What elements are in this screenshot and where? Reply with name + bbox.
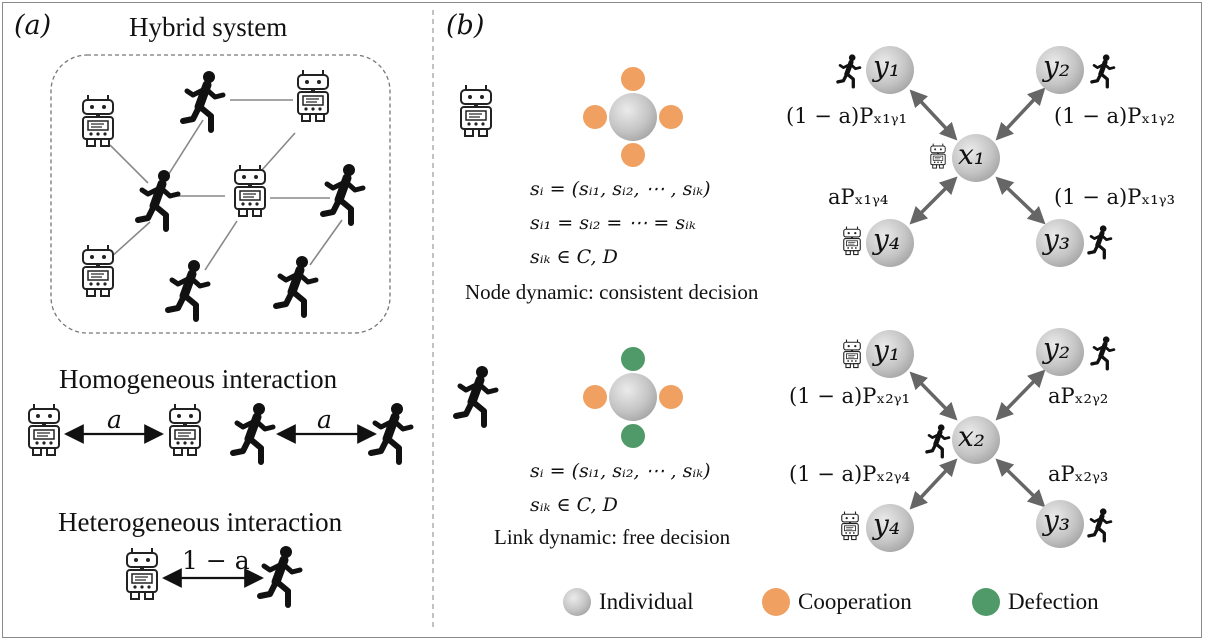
human-runner-icon (456, 366, 496, 425)
robot-icon (460, 84, 492, 137)
neighbor-node-y1 (866, 330, 914, 378)
edge-label-x1-y2: (1 − a)Pₓ₁ᵧ₂ (1054, 104, 1175, 128)
panel-b-label: (b) (446, 10, 485, 41)
legend-cooperation-swatch (762, 588, 790, 616)
node-equation-2: sᵢ₁ = sᵢ₂ = ⋯ = sᵢₖ (530, 212, 696, 234)
panel-a-label: (a) (14, 10, 52, 41)
hybrid-system-box (50, 54, 391, 334)
legend-defection-label: Defection (1008, 589, 1099, 614)
cooperation-dot (659, 385, 683, 409)
link-equation-2: sᵢₖ ∈ C, D (530, 494, 618, 516)
node-label-x1: x₁ (958, 138, 986, 171)
edge-label-x1-y3: (1 − a)Pₓ₁ᵧ₃ (1054, 185, 1175, 209)
hybrid-system-title: Hybrid system (129, 12, 288, 42)
edge-label-x1-y1: (1 − a)Pₓ₁ᵧ₁ (786, 104, 907, 128)
node-label-y3: y₃ (1043, 223, 1071, 256)
robot-icon (843, 338, 861, 369)
robot-icon (82, 244, 114, 297)
network-bottom-arrows (909, 369, 1046, 510)
human-runner-icon (323, 164, 363, 223)
neighbor-node-y3 (1036, 500, 1084, 548)
robot-icon (82, 94, 114, 147)
human-runner-icon (1092, 336, 1114, 368)
homogeneous-robot-weight: a (107, 405, 122, 434)
defection-dot (621, 347, 645, 371)
individual-node (609, 93, 657, 141)
neighbor-node-y3 (1036, 219, 1084, 267)
human-runner-icon (168, 260, 208, 319)
human-runner-icon (927, 424, 949, 456)
neighbor-node-y4 (866, 504, 914, 552)
link-dynamic-caption: Link dynamic: free decision (494, 525, 731, 549)
node-label-y3: y₃ (1043, 504, 1071, 537)
homogeneous-title: Homogeneous interaction (59, 364, 338, 394)
edge-label-x2-y4: (1 − a)Pₓ₂ᵧ₄ (789, 462, 910, 486)
node-label-y1: y₁ (873, 334, 901, 367)
cooperation-dot (659, 105, 683, 129)
defection-dot (621, 424, 645, 448)
edge-label-x2-y2: aPₓ₂ᵧ₂ (1048, 384, 1109, 408)
neighbor-node-y4 (866, 219, 914, 267)
node-label-y4: y₄ (873, 508, 901, 541)
legend-cooperation-label: Cooperation (798, 589, 912, 614)
node-label-y4: y₄ (873, 223, 901, 256)
cooperation-dot (621, 67, 645, 91)
edge-label-x2-y3: aPₓ₂ᵧ₃ (1048, 462, 1109, 486)
robot-icon (169, 403, 201, 456)
human-runner-icon (1092, 54, 1114, 86)
edge-label-x1-y4: aPₓ₁ᵧ₄ (828, 185, 889, 209)
human-runner-icon (1089, 225, 1111, 257)
human-runner-icon (260, 546, 300, 605)
node-label-y1: y₁ (873, 50, 901, 83)
center-node-x1 (952, 134, 1000, 182)
robot-icon (297, 69, 329, 122)
node-label-y2: y₂ (1043, 332, 1071, 365)
neighbor-node-y2 (1036, 328, 1084, 376)
neighbor-node-y1 (866, 46, 914, 94)
human-runner-icon (1089, 508, 1111, 540)
cooperation-dot (621, 143, 645, 167)
network-top-arrows (909, 87, 1046, 225)
hybrid-network-links (109, 99, 343, 271)
node-dynamic-caption: Node dynamic: consistent decision (465, 280, 759, 304)
homogeneous-human-weight: a (317, 405, 332, 434)
link-equation-1: sᵢ = (sᵢ₁, sᵢ₂, ⋯ , sᵢₖ) (530, 460, 711, 482)
robot-icon (28, 403, 60, 456)
cooperation-dot (583, 385, 607, 409)
human-runner-icon (371, 403, 411, 462)
neighbor-node-y2 (1036, 46, 1084, 94)
individual-node (609, 373, 657, 421)
node-label-x2: x₂ (958, 420, 986, 453)
robot-icon (841, 510, 859, 541)
robot-icon (126, 547, 158, 600)
legend-defection-swatch (972, 588, 1000, 616)
robot-icon (234, 164, 266, 217)
edge-label-x2-y1: (1 − a)Pₓ₂ᵧ₁ (789, 384, 910, 408)
node-equation-3: sᵢₖ ∈ C, D (530, 246, 618, 268)
human-runner-icon (233, 403, 273, 462)
human-runner-icon (838, 54, 860, 86)
robot-icon (930, 143, 946, 169)
heterogeneous-weight: 1 − a (182, 546, 250, 575)
node-label-y2: y₂ (1043, 50, 1071, 83)
center-node-x2 (952, 416, 1000, 464)
node-equation-1: sᵢ = (sᵢ₁, sᵢ₂, ⋯ , sᵢₖ) (530, 178, 711, 200)
legend-individual-label: Individual (599, 589, 694, 614)
legend-individual-swatch (563, 588, 591, 616)
cooperation-dot (583, 105, 607, 129)
robot-icon (843, 225, 861, 256)
heterogeneous-title: Heterogeneous interaction (58, 507, 343, 537)
